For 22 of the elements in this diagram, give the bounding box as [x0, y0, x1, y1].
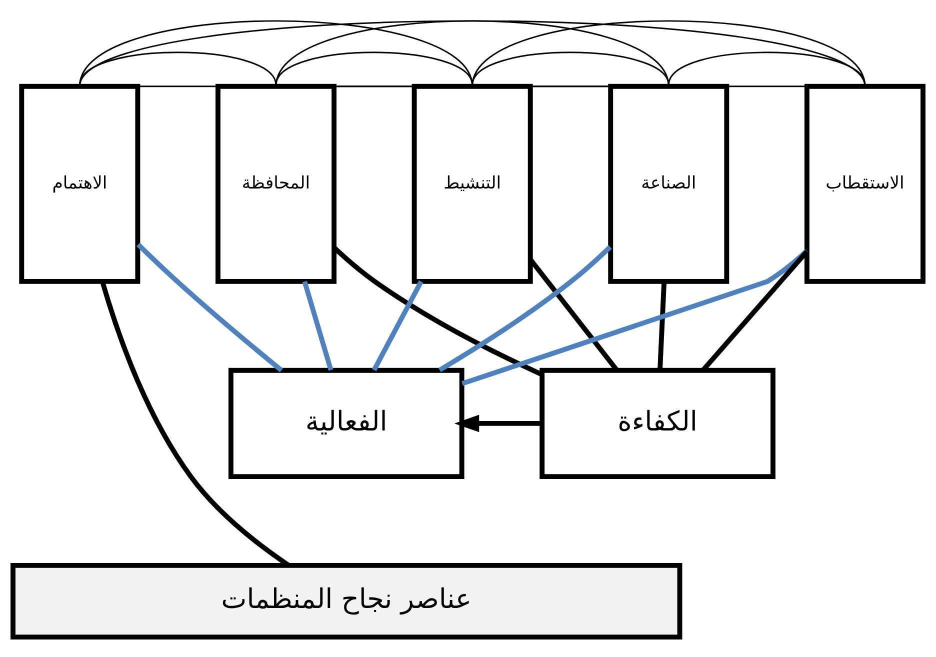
node-box: المحافظة: [216, 83, 336, 284]
connector: [302, 280, 334, 370]
node-box: التنشيط: [412, 83, 533, 284]
connector: [275, 51, 474, 85]
node-box: الصناعة: [608, 83, 730, 284]
connector: [438, 244, 612, 372]
arrow: [454, 414, 542, 432]
connector: [472, 20, 866, 86]
node-box: الاهتمام: [19, 83, 140, 284]
connector: [461, 248, 808, 386]
connector: [658, 280, 667, 370]
connector: [79, 20, 866, 86]
node-box: الاستقطاب: [804, 83, 926, 284]
connector: [275, 20, 670, 86]
node-box: الكفاءة: [540, 367, 776, 479]
connector: [136, 242, 283, 372]
node-box: عناصر نجاح المنظمات: [10, 562, 682, 640]
connector: [372, 280, 424, 371]
connector: [472, 51, 670, 85]
connector: [668, 51, 866, 85]
connector: [78, 20, 474, 86]
node-box: الفعالية: [228, 367, 464, 479]
